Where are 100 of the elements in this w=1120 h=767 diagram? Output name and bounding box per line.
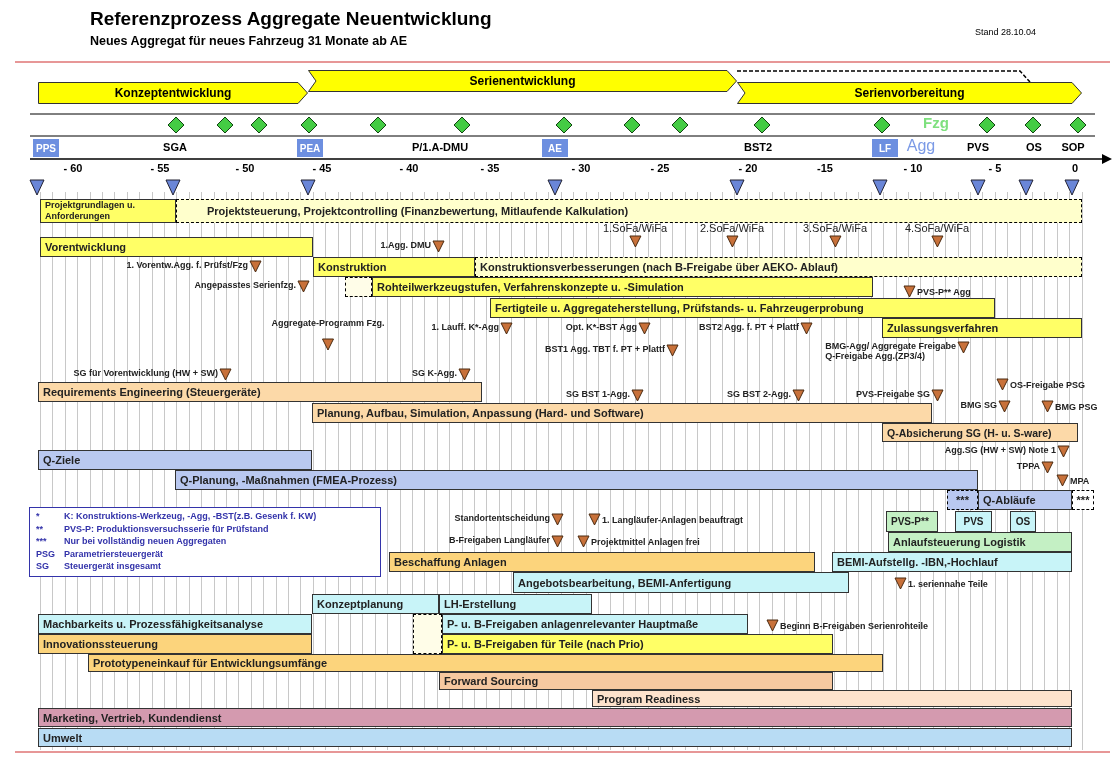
task-bar: Marketing, Vertrieb, Kundendienst bbox=[38, 708, 1072, 727]
gate-name: P/1.A-DMU bbox=[411, 141, 469, 153]
task-bar: *** bbox=[1072, 490, 1094, 510]
axis-tick-label: - 50 bbox=[235, 162, 255, 174]
task-bar: Rohteilwerkzeugstufen, Verfahrenskonzepte u. -Simulation bbox=[372, 277, 873, 297]
axis-tick-label: - 20 bbox=[738, 162, 758, 174]
note-text: PVS-P: Produktionsversuchsserie für Prüfstand bbox=[64, 523, 270, 536]
task-bar: Konstruktionsverbesserungen (nach B-Freigabe über AEKO- Ablauf) bbox=[475, 257, 1082, 277]
gate-label: PPS bbox=[33, 139, 59, 157]
date-note: Stand 28.10.04 bbox=[975, 27, 1037, 37]
task-bar: LH-Erstellung bbox=[439, 594, 592, 614]
task-bar: Machbarkeits u. Prozessfähigkeitsanalyse bbox=[38, 614, 312, 634]
milestone-label: 1.SoFa/WiFa bbox=[602, 222, 668, 234]
phase-banner: Serienentwicklung bbox=[308, 70, 737, 92]
milestone-label: Standortentscheidung bbox=[454, 513, 550, 523]
milestone-label: 2.SoFa/WiFa bbox=[699, 222, 765, 234]
task-bar: Beschaffung Anlagen bbox=[389, 552, 815, 572]
gate-label: AE bbox=[542, 139, 568, 157]
dashed-line bbox=[736, 70, 1031, 83]
milestone-label: SG K-Agg. bbox=[412, 368, 457, 378]
task-bar: Q-Ziele bbox=[38, 450, 312, 470]
task-bar: *** bbox=[947, 490, 978, 510]
milestone-label: 1. Vorentw.Agg. f. Prüfst/Fzg bbox=[126, 260, 248, 270]
milestone-label: 3.SoFa/WiFa bbox=[802, 222, 868, 234]
milestone-label: BMG SG bbox=[960, 400, 997, 410]
gate-diamond bbox=[671, 116, 689, 134]
milestone-label: 1.Agg. DMU bbox=[380, 240, 431, 250]
task-bar: BEMI-Aufstellg. -IBN,-Hochlauf bbox=[832, 552, 1072, 572]
milestone-label: BST1 Agg. TBT f. PT + Plattf bbox=[545, 344, 665, 354]
milestone-label: SG BST 2-Agg. bbox=[727, 389, 791, 399]
task-bar: P- u. B-Freigaben anlagenrelevanter Hauptmaße bbox=[442, 614, 748, 634]
task-bar: Innovationssteuerung bbox=[38, 634, 312, 654]
gate-diamond bbox=[250, 116, 268, 134]
milestone-label: Aggregate-Programm Fzg. bbox=[271, 318, 385, 328]
task-bar: Zulassungsverfahren bbox=[882, 318, 1082, 338]
note-text: Nur bei vollständig neuen Aggregaten bbox=[64, 536, 228, 548]
title: Referenzprozess Aggregate Neuentwicklung bbox=[90, 8, 492, 30]
task-bar: Prototypeneinkauf für Entwicklungsumfänge bbox=[88, 654, 883, 672]
axis-tick-label: - 5 bbox=[988, 162, 1002, 174]
task-bar: Fertigteile u. Aggregateherstellung, Prüfstands- u. Fahrzeugerprobung bbox=[490, 298, 995, 318]
milestone-label: 1. Langläufer-Anlagen beauftragt bbox=[602, 514, 744, 525]
task-bar: Angebotsbearbeitung, BEMI-Anfertigung bbox=[513, 572, 849, 593]
gate-diamond bbox=[555, 116, 573, 134]
milestone-label: Agg.SG (HW + SW) Note 1 bbox=[944, 445, 1056, 455]
note-symbol: * bbox=[36, 511, 41, 523]
gate-name: PVS bbox=[967, 141, 989, 153]
row-label: Fzg bbox=[923, 114, 949, 131]
phase-banner: Konzeptentwicklung bbox=[38, 82, 308, 104]
task-bar: Q-Planung, -Maßnahmen (FMEA-Prozess) bbox=[175, 470, 978, 490]
note-text: K: Konstruktions-Werkzeug, -Agg, -BST(z.B. Gesenk f. KW) bbox=[64, 511, 318, 523]
milestone-label: PVS-Freigabe SG bbox=[855, 389, 930, 399]
task-bar: Forward Sourcing bbox=[439, 672, 833, 690]
task-bar: Projektgrundlagen u. Anforderungen bbox=[40, 199, 176, 223]
axis-tick-label: - 40 bbox=[399, 162, 419, 174]
milestone-label: BMG-Agg/ Aggregate Freigabe bbox=[825, 341, 956, 351]
subtitle: Neues Aggregat für neues Fahrzeug 31 Monate ab AE bbox=[90, 34, 408, 48]
task-bar: Requirements Engineering (Steuergeräte) bbox=[38, 382, 482, 402]
task-bar: Konzeptplanung bbox=[312, 594, 439, 614]
axis-tick-label: - 25 bbox=[650, 162, 670, 174]
task-bar: Anlaufsteuerung Logistik bbox=[888, 532, 1072, 552]
axis-tick-label: - 35 bbox=[480, 162, 500, 174]
milestone-label: OS-Freigabe PSG bbox=[1010, 379, 1086, 390]
axis-tick-label: - 55 bbox=[150, 162, 170, 174]
gate-diamond bbox=[978, 116, 996, 134]
note-symbol: *** bbox=[36, 536, 48, 548]
axis-tick-label: - 10 bbox=[903, 162, 923, 174]
row-label: Agg bbox=[906, 137, 936, 155]
gate-name: SOP bbox=[1061, 141, 1085, 153]
note-text: Parametriersteuergerät bbox=[64, 548, 165, 561]
task-bar: P- u. B-Freigaben für Teile (nach Prio) bbox=[442, 634, 833, 654]
milestone-label: Opt. K*-BST Agg bbox=[565, 322, 637, 332]
axis-tick-label: -15 bbox=[817, 162, 833, 174]
milestone-label: 1. seriennahe Teile bbox=[908, 578, 988, 589]
gate-diamond bbox=[873, 116, 891, 134]
gate-name: BST2 bbox=[743, 141, 773, 153]
gate-diamond bbox=[623, 116, 641, 134]
milestone-label: SG für Vorentwicklung (HW + SW) bbox=[73, 368, 218, 378]
phase-banner: Serienvorbereitung bbox=[737, 82, 1082, 104]
milestone-label: Beginn B-Freigaben Serienrohteile bbox=[780, 620, 929, 631]
milestone-label: Angepasstes Serienfzg. bbox=[194, 280, 296, 290]
gate-label: LF bbox=[872, 139, 898, 157]
task-bar: Umwelt bbox=[38, 728, 1072, 747]
gate-diamond bbox=[216, 116, 234, 134]
task-bar: Planung, Aufbau, Simulation, Anpassung (Hard- und Software) bbox=[312, 403, 932, 423]
milestone-label: 1. Lauff. K*-Agg bbox=[431, 322, 499, 332]
gate-diamond bbox=[753, 116, 771, 134]
task-bar: Vorentwicklung bbox=[40, 237, 313, 257]
note-symbol: SG bbox=[36, 561, 50, 573]
task-bar: Konstruktion bbox=[313, 257, 475, 277]
milestone-label: BST2 Agg. f. PT + Plattf bbox=[699, 322, 799, 332]
axis-tick-label: - 60 bbox=[63, 162, 83, 174]
milestone-label: BMG PSG bbox=[1055, 401, 1098, 412]
task-bar: Projektsteuerung, Projektcontrolling (Finanzbewertung, Mitlaufende Kalkulation) bbox=[176, 199, 1082, 223]
axis-tick-label: - 45 bbox=[312, 162, 332, 174]
milestone-label: SG BST 1-Agg. bbox=[566, 389, 630, 399]
milestone-label: MPA bbox=[1070, 475, 1090, 486]
milestone-label: PVS-P** Agg bbox=[917, 286, 971, 297]
milestone-label: TPPA bbox=[1016, 461, 1040, 471]
gate-diamond bbox=[167, 116, 185, 134]
axis-tick-label: - 30 bbox=[571, 162, 591, 174]
